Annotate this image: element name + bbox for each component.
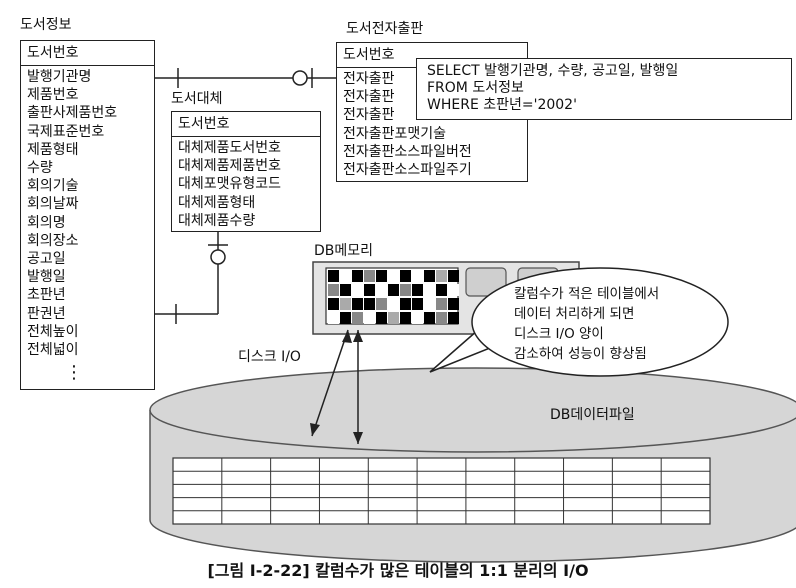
relation-info-epub bbox=[155, 68, 336, 88]
callout-line: 감소하여 성능이 향상됨 bbox=[514, 344, 659, 364]
book-info-field: 전체넓이 bbox=[27, 341, 148, 359]
book-info-fields: 발행기관명제품번호출판사제품번호국제표준번호제품형태수량회의기술회의날짜회의명회… bbox=[21, 66, 154, 361]
book-epub-field: 전자출판포맷기술 bbox=[343, 125, 521, 143]
memory-cell bbox=[340, 270, 351, 282]
sql-line: FROM 도서정보 bbox=[427, 80, 781, 97]
memory-cell bbox=[448, 270, 459, 282]
memory-cell bbox=[412, 284, 423, 296]
book-info-field: 출판사제품번호 bbox=[27, 104, 148, 122]
callout-line: 칼럼수가 적은 테이블에서 bbox=[514, 284, 659, 304]
memory-cell bbox=[328, 270, 339, 282]
grid-frame bbox=[173, 458, 710, 524]
book-info-field: 회의기술 bbox=[27, 177, 148, 195]
book-info-field: 회의명 bbox=[27, 214, 148, 232]
datafile-grid bbox=[173, 458, 710, 524]
callout-line: 디스크 I/O 양이 bbox=[514, 324, 659, 344]
memory-cell bbox=[424, 284, 435, 296]
book-info-ellipsis: ⋮ bbox=[65, 362, 83, 383]
book-substitute-key: 도서번호 bbox=[172, 112, 320, 137]
book-info-key: 도서번호 bbox=[21, 41, 154, 66]
memory-cell bbox=[424, 270, 435, 282]
book-info-field: 수량 bbox=[27, 159, 148, 177]
book-substitute-field: 대체제품수량 bbox=[178, 212, 314, 230]
db-datafile-cylinder bbox=[150, 368, 796, 562]
db-datafile-label: DB데이터파일 bbox=[550, 404, 635, 424]
memory-cell bbox=[328, 298, 339, 310]
memory-cell bbox=[412, 270, 423, 282]
memory-cell bbox=[388, 284, 399, 296]
memory-cell bbox=[376, 298, 387, 310]
memory-cell bbox=[400, 284, 411, 296]
memory-cell bbox=[376, 312, 387, 324]
memory-cell bbox=[340, 312, 351, 324]
memory-cell bbox=[412, 298, 423, 310]
book-info-field: 국제표준번호 bbox=[27, 123, 148, 141]
memory-cell bbox=[340, 298, 351, 310]
relation-info-substitute bbox=[155, 232, 228, 324]
book-substitute-field: 대체제품형태 bbox=[178, 194, 314, 212]
callout-line: 데이터 처리하게 되면 bbox=[514, 304, 659, 324]
book-info-field: 회의날짜 bbox=[27, 195, 148, 213]
book-epub-field: 전자출판소스파일주기 bbox=[343, 161, 521, 179]
memory-cell bbox=[424, 298, 435, 310]
book-info-field: 전체높이 bbox=[27, 323, 148, 341]
book-info-field: 발행기관명 bbox=[27, 68, 148, 86]
memory-cell bbox=[448, 298, 459, 310]
sql-line: WHERE 초판년='2002' bbox=[427, 97, 781, 114]
memory-cell bbox=[436, 298, 447, 310]
memory-cell bbox=[352, 284, 363, 296]
book-info-field: 회의장소 bbox=[27, 232, 148, 250]
memory-cell bbox=[364, 284, 375, 296]
memory-cell bbox=[388, 270, 399, 282]
sql-line: SELECT 발행기관명, 수량, 공고일, 발행일 bbox=[427, 63, 781, 80]
memory-cell bbox=[364, 298, 375, 310]
book-substitute-field: 대체제품도서번호 bbox=[178, 139, 314, 157]
memory-cell bbox=[448, 312, 459, 324]
memory-cell bbox=[340, 284, 351, 296]
memory-cell bbox=[424, 312, 435, 324]
memory-cell bbox=[352, 298, 363, 310]
memory-cell bbox=[412, 312, 423, 324]
memory-cell bbox=[448, 284, 459, 296]
figure-caption: [그림 Ⅰ-2-22] 칼럼수가 많은 테이블의 1:1 분리의 I/O bbox=[0, 557, 796, 581]
memory-cell bbox=[436, 270, 447, 282]
book-info-title: 도서정보 bbox=[20, 14, 72, 34]
memory-cell bbox=[436, 312, 447, 324]
memory-cell bbox=[352, 270, 363, 282]
memory-cell bbox=[436, 284, 447, 296]
memory-cell bbox=[328, 312, 339, 324]
book-info-field: 공고일 bbox=[27, 250, 148, 268]
memory-cell bbox=[400, 312, 411, 324]
memory-cell bbox=[400, 298, 411, 310]
book-info-field: 판권년 bbox=[27, 305, 148, 323]
book-info-field: 발행일 bbox=[27, 268, 148, 286]
book-substitute-field: 대체제품제품번호 bbox=[178, 157, 314, 175]
disk-io-label: 디스크 I/O bbox=[238, 346, 301, 366]
memory-cell bbox=[328, 284, 339, 296]
memory-cell bbox=[400, 270, 411, 282]
memory-cell bbox=[388, 298, 399, 310]
book-substitute-title: 도서대체 bbox=[171, 88, 223, 108]
book-info-field: 제품번호 bbox=[27, 86, 148, 104]
book-substitute-field: 대체포맷유형코드 bbox=[178, 175, 314, 193]
book-info-field: 제품형태 bbox=[27, 141, 148, 159]
memory-cell bbox=[352, 312, 363, 324]
memory-cell bbox=[376, 270, 387, 282]
book-epub-field: 전자출판소스파일버전 bbox=[343, 143, 521, 161]
db-memory-label: DB메모리 bbox=[314, 240, 373, 260]
memory-cell bbox=[364, 312, 375, 324]
memory-cell bbox=[364, 270, 375, 282]
book-info-field: 초판년 bbox=[27, 286, 148, 304]
memory-cell bbox=[388, 312, 399, 324]
book-epub-title: 도서전자출판 bbox=[346, 18, 423, 38]
memory-cell bbox=[376, 284, 387, 296]
